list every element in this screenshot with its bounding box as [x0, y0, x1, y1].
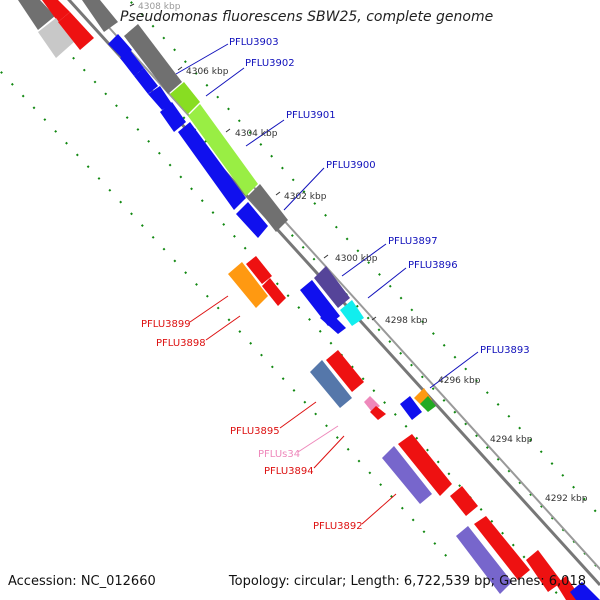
scale-tick	[129, 3, 135, 7]
gene-indigo[interactable]	[314, 266, 350, 308]
gene-label[interactable]: PFLU3899	[141, 319, 191, 330]
gene-labels[interactable]: PFLU3903 PFLU3902 PFLU3901 PFLU3900 PFLU…	[141, 37, 530, 532]
genome-summary-text: Topology: circular; Length: 6,722,539 bp…	[228, 574, 586, 589]
gene-purple[interactable]	[456, 526, 512, 594]
scale-tick	[225, 128, 231, 133]
gene-red[interactable]	[526, 550, 562, 592]
gene-blue[interactable]	[236, 202, 268, 238]
gene-label[interactable]: PFLU3897	[388, 236, 438, 247]
gene-red[interactable]	[262, 278, 286, 306]
guide-line	[0, 69, 451, 561]
leader-line	[297, 425, 339, 453]
gene-red[interactable]	[398, 434, 452, 496]
leader-line	[283, 167, 325, 211]
gene-red[interactable]	[326, 350, 364, 392]
gene-light-green[interactable]	[188, 104, 258, 196]
gene-blue[interactable]	[120, 50, 144, 76]
leader-line	[205, 315, 241, 341]
gene-label[interactable]: PFLU3902	[245, 58, 295, 69]
gene-gray[interactable]	[82, 0, 118, 32]
gene-label[interactable]: PFLU3903	[229, 37, 279, 48]
scale-label: 4302 kbp	[284, 192, 327, 202]
scale-label: 4300 kbp	[335, 254, 378, 264]
gene-cyan[interactable]	[340, 300, 364, 326]
gene-blue[interactable]	[570, 582, 600, 600]
gene-slate[interactable]	[310, 360, 352, 408]
scale-tick	[275, 191, 281, 196]
leader-line	[205, 67, 245, 97]
gene-purple[interactable]	[382, 446, 432, 504]
leader-line	[367, 267, 407, 299]
gene-gray[interactable]	[124, 24, 182, 94]
gene-label[interactable]: PFLU3893	[480, 345, 530, 356]
gene-red[interactable]	[58, 12, 94, 50]
gene-light-green[interactable]	[170, 82, 200, 114]
gene-red[interactable]	[42, 0, 70, 22]
gene-red[interactable]	[474, 516, 530, 580]
leader-line	[245, 119, 285, 147]
scale-label: 4308 kbp	[138, 2, 181, 12]
gene-orange[interactable]	[228, 262, 268, 308]
scale-label: 4298 kbp	[385, 316, 428, 326]
leader-line	[341, 243, 387, 277]
gene-red[interactable]	[370, 406, 386, 420]
gene-blue[interactable]	[108, 34, 132, 58]
gene-label[interactable]: PFLU3894	[264, 466, 314, 477]
accession-text: Accession: NC_012660	[8, 574, 156, 589]
scale-label: 4292 kbp	[545, 494, 588, 504]
gene-gray[interactable]	[248, 184, 288, 232]
scale-labels: 4308 kbp 4306 kbp 4304 kbp 4302 kbp 4300…	[138, 2, 588, 504]
scale-tick	[323, 254, 329, 259]
leader-line	[279, 401, 317, 429]
leader-line	[429, 351, 479, 389]
leader-line	[175, 43, 229, 75]
scale-label: 4306 kbp	[186, 67, 229, 77]
gene-label[interactable]: PFLUs34	[258, 449, 300, 460]
scale-label: 4294 kbp	[490, 435, 533, 445]
gene-label[interactable]: PFLU3901	[286, 110, 336, 121]
gene-blue[interactable]	[400, 396, 422, 420]
gene-green[interactable]	[420, 396, 436, 412]
guide-line	[29, 9, 565, 600]
guide-line	[127, 0, 600, 518]
gene-blue[interactable]	[160, 102, 186, 132]
scale-ticks	[129, 3, 377, 321]
gene-label[interactable]: PFLU3900	[326, 160, 376, 171]
gene-blue[interactable]	[178, 122, 246, 210]
gene-light-gray[interactable]	[38, 18, 74, 58]
leader-line	[361, 493, 397, 525]
guide-line	[139, 69, 600, 571]
gene-red[interactable]	[450, 486, 478, 516]
gene-blue[interactable]	[148, 86, 172, 110]
leader-line	[313, 435, 345, 469]
gene-blue[interactable]	[320, 310, 346, 334]
leader-line	[189, 295, 229, 323]
gene-blue[interactable]	[134, 68, 158, 94]
gene-label[interactable]: PFLU3898	[156, 338, 206, 349]
scale-label: 4296 kbp	[438, 376, 481, 386]
gene-label[interactable]: PFLU3892	[313, 521, 363, 532]
genes[interactable]	[18, 0, 600, 600]
scale-label: 4304 kbp	[235, 129, 278, 139]
gene-label[interactable]: PFLU3895	[230, 426, 280, 437]
gene-red[interactable]	[246, 256, 272, 284]
gene-gray[interactable]	[18, 0, 55, 30]
gene-label[interactable]: PFLU3896	[408, 260, 458, 271]
scale-tick	[371, 316, 377, 321]
genome-title: Pseudomonas fluorescens SBW25, complete …	[120, 9, 494, 25]
scale-tick	[177, 66, 183, 71]
leader-lines	[175, 43, 479, 525]
